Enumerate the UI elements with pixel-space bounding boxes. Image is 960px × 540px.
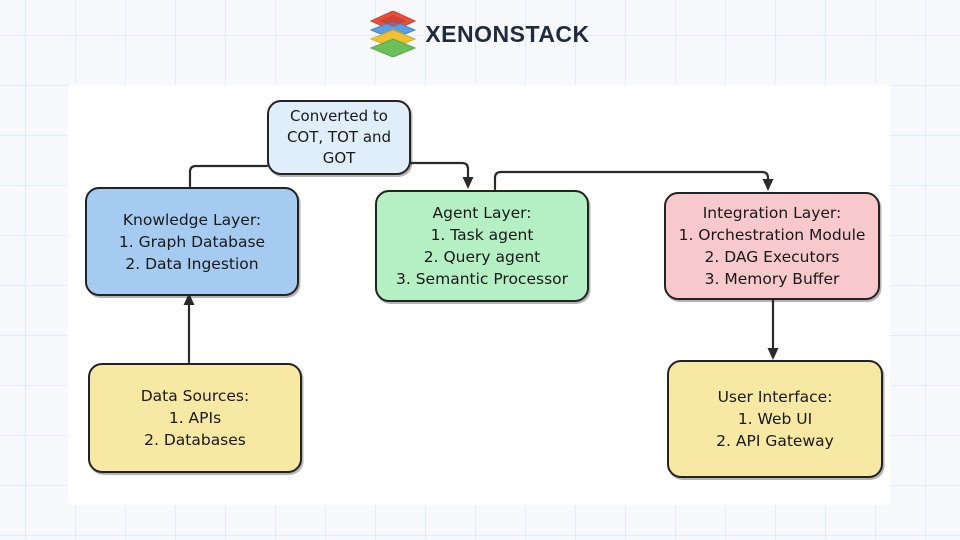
xenonstack-layers-icon (370, 11, 417, 57)
node-converted-cot-tot-got: Converted to COT, TOT and GOT (267, 100, 411, 175)
arrowhead-userinterface (767, 348, 779, 360)
edge-converted-to-knowledge (188, 164, 269, 188)
arrowhead-agent (462, 177, 474, 189)
node-user-interface: User Interface: 1. Web UI 2. API Gateway (667, 360, 883, 478)
node-item: 3. Memory Buffer (704, 270, 840, 288)
node-text-line: COT, TOT and (286, 128, 392, 146)
node-title: Knowledge Layer: (122, 210, 262, 229)
node-title: Integration Layer: (702, 204, 842, 222)
node-data-sources: Data Sources: 1. APIs 2. Databases (88, 363, 302, 473)
node-item: 2. Query agent (423, 248, 541, 266)
node-item: 3. Semantic Processor (396, 270, 568, 288)
edge-converted-to-agent (405, 161, 470, 181)
node-item: 1. Orchestration Module (678, 226, 866, 244)
node-knowledge-layer: Knowledge Layer: 1. Graph Database 2. Da… (85, 187, 299, 296)
node-item: 2. DAG Executors (704, 248, 840, 266)
node-item: 1. Graph Database (118, 232, 266, 251)
node-item: 2. API Gateway (716, 432, 834, 450)
edge-agent-to-integration (493, 170, 770, 191)
node-item: 1. Task agent (430, 226, 534, 244)
node-title: Agent Layer: (432, 204, 532, 222)
node-text-line: Converted to (290, 107, 388, 125)
node-title: Data Sources: (140, 387, 250, 405)
arrowhead-knowledge-up (183, 293, 195, 305)
node-item: 2. Databases (144, 431, 246, 449)
arrowhead-integration (762, 179, 774, 191)
node-text-line: GOT (322, 149, 356, 167)
node-integration-layer: Integration Layer: 1. Orchestration Modu… (664, 192, 880, 300)
node-agent-layer: Agent Layer: 1. Task agent 2. Query agen… (375, 190, 589, 302)
brand-logo: XENONSTACK (0, 10, 960, 58)
node-item: 2. Data Ingestion (125, 254, 259, 273)
node-item: 1. Web UI (737, 410, 813, 428)
node-item: 1. APIs (168, 409, 222, 427)
brand-name: XENONSTACK (425, 20, 590, 47)
node-title: User Interface: (717, 388, 833, 406)
